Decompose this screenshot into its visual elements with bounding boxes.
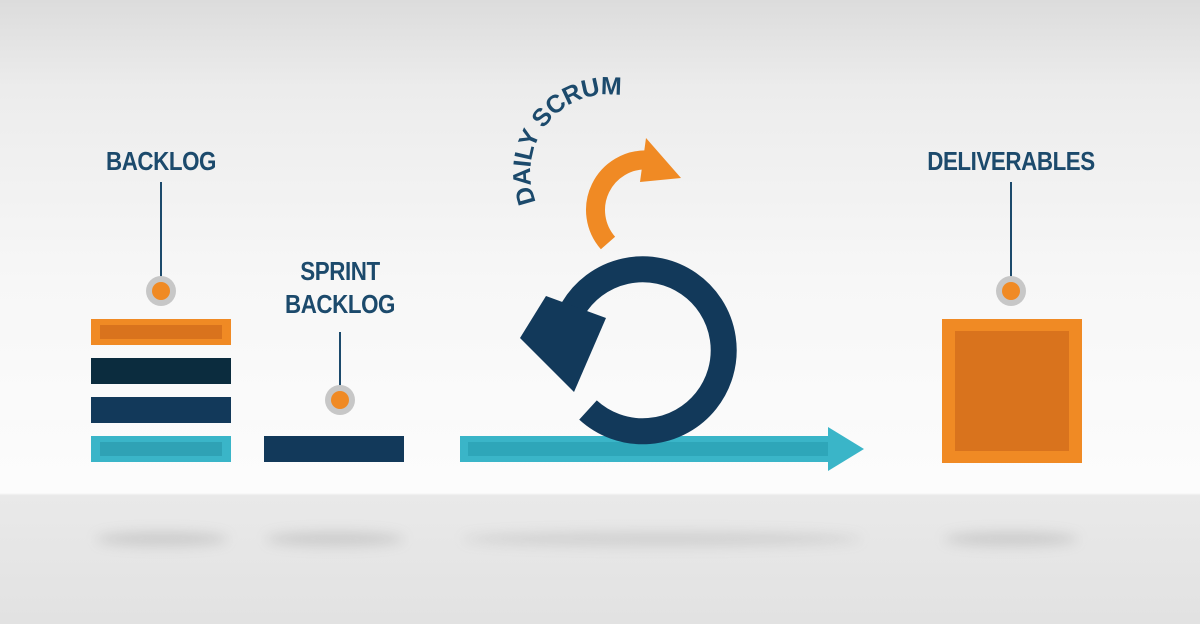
sprint-backlog-label: SPRINT BACKLOG: [276, 255, 405, 321]
sprint-backlog-label-line-2: BACKLOG: [284, 289, 396, 319]
deliverables-label: DELIVERABLES: [927, 146, 1095, 176]
backlog-bar-navy-dark: [91, 358, 231, 384]
backlog-shadow: [96, 532, 228, 546]
pin-icon: [146, 276, 176, 306]
progress-arrow-shadow: [462, 532, 862, 546]
sprint-backlog-shadow: [266, 532, 404, 546]
daily-scrum-arrow-icon: [586, 138, 681, 250]
pin-icon: [996, 276, 1026, 306]
backlog-stack: [91, 319, 231, 462]
deliverables-shadow: [944, 532, 1078, 546]
pin-icon: [325, 385, 355, 415]
deliverables-box: [942, 319, 1082, 463]
sprint-loop-arrow-icon: [520, 256, 737, 445]
sprint-backlog-label-line-1: SPRINT: [300, 256, 380, 286]
backlog-label: BACKLOG: [105, 146, 217, 176]
progress-arrow-icon: [460, 427, 864, 471]
backlog-bar-navy: [91, 397, 231, 423]
sprint-backlog-bar: [264, 436, 404, 462]
